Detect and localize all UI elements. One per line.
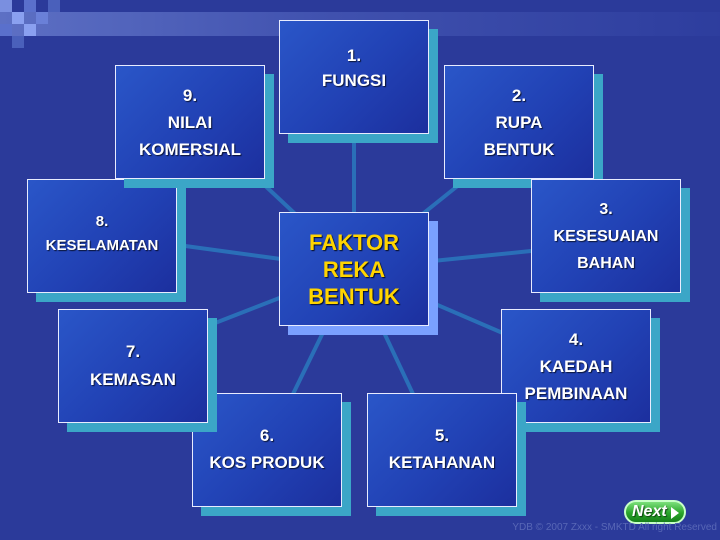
next-button[interactable]: Next xyxy=(624,500,686,524)
factor-box-1: 1. FUNGSI xyxy=(279,20,429,134)
factor-number: 5. xyxy=(434,426,450,445)
factor-label-line2: BAHAN xyxy=(577,254,635,272)
factor-box-6: 6. KOS PRODUK xyxy=(192,393,342,507)
factor-box-2: 2. RUPA BENTUK xyxy=(444,65,594,179)
decorative-square xyxy=(12,12,24,24)
factor-box-9: 9. NILAI KOMERSIAL xyxy=(115,65,265,179)
factor-label: NILAI xyxy=(167,112,213,132)
decorative-square xyxy=(12,36,24,48)
decorative-square xyxy=(0,24,12,36)
decorative-square xyxy=(24,0,36,12)
factor-label: KAEDAH xyxy=(539,356,613,376)
center-title-line2: REKA xyxy=(322,256,386,282)
factor-label-line2: BENTUK xyxy=(483,139,555,159)
center-box: FAKTOR REKA BENTUK xyxy=(279,212,429,326)
factor-label: KETAHANAN xyxy=(388,453,496,472)
factor-label-line2: PEMBINAAN xyxy=(524,383,628,403)
factor-label: KEMASAN xyxy=(90,370,176,389)
factor-box-7: 7. KEMASAN xyxy=(58,309,208,423)
decorative-square xyxy=(0,0,12,12)
factor-number: 9. xyxy=(182,85,198,105)
factor-box-4: 4. KAEDAH PEMBINAAN xyxy=(501,309,651,423)
factor-box-8: 8. KESELAMATAN xyxy=(27,179,177,293)
factor-number: 1. xyxy=(346,46,362,65)
factor-number: 2. xyxy=(511,85,527,105)
copyright-footer: YDB © 2007 Zxxx - SMKTD All right Reserv… xyxy=(512,522,717,533)
factor-number: 6. xyxy=(259,426,275,445)
factor-number: 4. xyxy=(568,329,584,349)
play-arrow-icon xyxy=(671,507,679,519)
factor-label: FUNGSI xyxy=(321,71,387,90)
factor-label: KESESUAIAN xyxy=(553,227,659,245)
factor-label: KOS PRODUK xyxy=(209,453,325,472)
factor-number: 3. xyxy=(599,200,613,218)
center-title-line1: FAKTOR xyxy=(308,229,400,255)
center-title-line3: BENTUK xyxy=(308,283,400,309)
factor-box-5: 5. KETAHANAN xyxy=(367,393,517,507)
factor-label: RUPA xyxy=(495,112,543,132)
factor-label-line2: KOMERSIAL xyxy=(139,139,241,159)
decorative-square xyxy=(36,12,48,24)
factor-label: KESELAMATAN xyxy=(45,237,159,254)
decorative-square xyxy=(24,24,36,36)
factor-number: 8. xyxy=(95,213,109,230)
next-button-label: Next xyxy=(632,503,667,520)
decorative-square xyxy=(48,0,60,12)
factor-box-3: 3. KESESUAIAN BAHAN xyxy=(531,179,681,293)
factor-number: 7. xyxy=(125,342,141,361)
